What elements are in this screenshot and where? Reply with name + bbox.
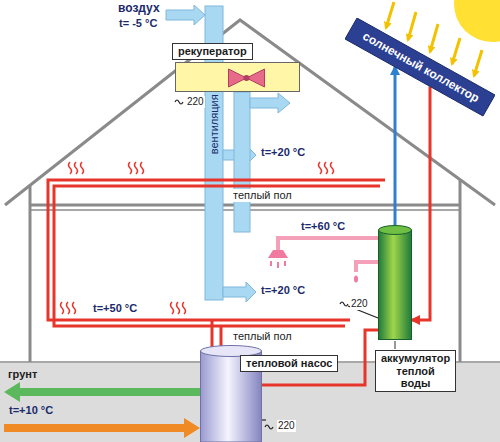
floor-heating-pipe <box>48 180 385 320</box>
house-outline <box>29 186 32 362</box>
heat-marks <box>67 302 70 314</box>
ground-arrows <box>4 382 200 402</box>
recuperator-box: рекуператор <box>175 62 300 92</box>
sun-rays <box>386 2 394 28</box>
temperature: t=+20 °C <box>260 284 306 297</box>
heat-marks <box>69 162 72 174</box>
temperature: t=+20 °C <box>260 146 306 159</box>
node-label: тепловой насос <box>240 355 338 372</box>
water-accumulator: аккумулятор теплой воды <box>378 225 412 340</box>
temperature: t= -5 °C <box>118 17 158 30</box>
fan-hub <box>244 75 250 81</box>
heat-marks <box>183 302 186 314</box>
node-label: аккумулятор теплой воды <box>375 350 456 392</box>
leader-line <box>395 341 396 349</box>
floor-heating-pipe <box>54 186 380 326</box>
ventilation-duct <box>166 5 205 25</box>
floor-heating-pipe <box>211 320 214 350</box>
hot-water-pipe <box>278 238 378 272</box>
heat-pump: тепловой насос <box>200 345 262 442</box>
shower <box>268 250 288 258</box>
pipe-connector <box>394 67 397 225</box>
ground-arrows <box>4 382 200 438</box>
solar-collector: солнечный коллектор <box>345 18 495 118</box>
heat-marks <box>75 162 78 174</box>
temperature: t=+10 °C <box>8 404 54 417</box>
sun-rays <box>430 24 438 52</box>
voltage: 220 <box>277 420 296 432</box>
floor-label: теплый пол <box>232 330 293 343</box>
power-symbol <box>265 425 273 429</box>
power-symbol <box>175 100 183 104</box>
sun-rays <box>408 12 416 40</box>
heat-marks <box>61 302 64 314</box>
recuperator-box-shape <box>176 63 301 93</box>
heat-marks <box>319 162 322 174</box>
ventilation-duct <box>234 92 250 232</box>
shower <box>270 261 272 266</box>
house-outline <box>459 180 462 362</box>
node-label: рекуператор <box>172 43 253 60</box>
heat-marks <box>171 302 174 314</box>
hot-water-pipe <box>278 238 378 250</box>
floor-label: теплый пол <box>232 189 293 202</box>
shower <box>268 250 358 283</box>
shower <box>277 262 279 268</box>
ground-label: грунт <box>8 368 37 381</box>
heat-marks <box>325 162 328 174</box>
cylinder-top <box>379 226 412 235</box>
ventilation-duct <box>250 93 290 113</box>
heat-marks <box>135 162 138 174</box>
cylinder-body <box>379 230 412 340</box>
power-symbol <box>340 302 348 306</box>
sun <box>454 0 500 42</box>
power-symbol <box>262 419 266 420</box>
voltage: 220 <box>186 96 205 108</box>
voltage: 220 <box>350 298 369 310</box>
heat-marks <box>81 162 84 174</box>
air-label: воздух <box>118 2 160 16</box>
floor-heating-pipe <box>48 180 385 350</box>
shower <box>284 261 286 266</box>
collector-panel <box>345 18 495 116</box>
sun-rays <box>452 38 460 64</box>
ground-arrows <box>4 418 200 438</box>
duct-label: вентиляция <box>208 94 221 154</box>
temperature: t=+60 °C <box>300 220 346 233</box>
ventilation-duct <box>223 282 256 302</box>
heat-marks <box>73 302 76 314</box>
sun-rays <box>474 50 482 76</box>
shower <box>354 276 358 283</box>
heat-marks <box>141 162 144 174</box>
house-outline <box>5 20 495 362</box>
heat-marks <box>177 302 180 314</box>
pipe-connector <box>412 86 430 320</box>
water-accumulator-shape <box>378 225 412 340</box>
fan-symbol <box>229 69 265 87</box>
temperature: t=+50 °C <box>92 302 138 315</box>
node-label: солнечный коллектор <box>359 30 480 106</box>
heat-marks <box>331 162 334 174</box>
heat-marks <box>129 162 132 174</box>
hot-water-pipe <box>356 262 378 272</box>
